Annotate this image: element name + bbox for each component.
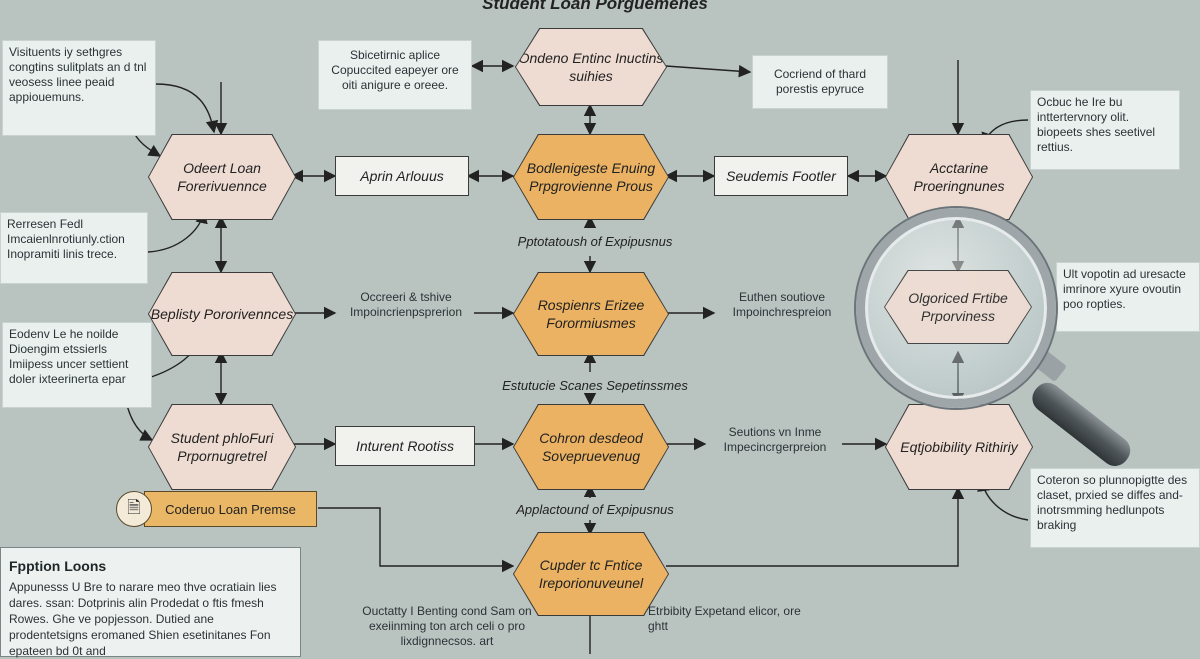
node-label: Cupder tc Fntice Ireporionuveunel [514,533,668,615]
label-bottom-right: Etrbibity Expetand elicor, ore ghtt [648,604,801,633]
node-magnified[interactable]: Olgoriced Frtibe Prporviness [884,270,1032,344]
node-bottom-center[interactable]: Cupder tc Fntice Ireporionuveunel [513,532,669,616]
label-mid-2: Estutucie Scanes Sepetinssmes [502,378,688,393]
note-left-mid: Rerresen Fedl Imcaienlnrotiunly.ction In… [0,212,148,284]
node-label: Beplisty Pororivennces [149,273,295,355]
note-right-low: Coteron so plunnopigtte des claset, prxi… [1030,468,1200,548]
box-row3-left[interactable]: Inturent Rootiss [335,426,475,466]
document-icon: 🗎 [116,491,152,527]
node-center-1[interactable]: Bodlenigeste Enuing Prpgrovienne Prous [513,134,669,220]
label-row2-left: Occreeri & tshive Impoincrienpsprerion [349,290,463,319]
box-row1-right[interactable]: Seudemis Footler [714,156,848,196]
node-label: Acctarine Proeringnunes [886,135,1032,219]
node-label: Olgoriced Frtibe Prporviness [885,271,1031,343]
node-right-3[interactable]: Eqtjobibility Rithiriy [885,404,1033,490]
box-row1-left[interactable]: Aprin Arlouus [335,156,469,196]
option-loans-panel: Fpption Loons Appunesss U Bre to narare … [0,547,301,658]
node-left-3[interactable]: Student phloFuri Prpornugretrel [148,404,296,490]
label-row2-right: Euthen soutiove Impoinchrespreion [732,290,832,319]
node-left-2[interactable]: Beplisty Pororivennces [148,272,296,356]
label-mid-3: Applactound of Expipusnus [516,502,674,517]
node-center-2[interactable]: Rospienrs Erizee Forormiusmes [513,272,669,356]
option-body: Appunesss U Bre to narare meo thve ocrat… [9,580,277,658]
node-right-1[interactable]: Acctarine Proeringnunes [885,134,1033,220]
diagram-title: Student Loan Porguemenes [482,0,708,13]
node-label: Student phloFuri Prpornugretrel [149,405,295,489]
node-label: Cohron desdeod Sovepruevenug [514,405,668,489]
node-label: Ondeno Entinc Inuctins suihies [516,29,666,105]
option-heading: Fpption Loons [9,558,107,574]
label-bottom-left: Ouctatty I Benting cond Sam on exeiinmin… [362,604,532,648]
note-top-left: Visituents iy sethgres congtins sulitpla… [2,40,156,136]
premise-button[interactable]: Coderuo Loan Premse [144,491,317,527]
note-top-right: Cocriend of thard porestis epyruce [752,55,888,109]
node-left-1[interactable]: Odeert Loan Forerivuennce [148,134,296,220]
note-right-mid: Ult vopotin ad uresacte imrinore xyure o… [1056,262,1200,332]
note-left-low: Eodenv Le he noilde Dioengim etssierls I… [2,322,152,408]
note-top-mid: Sbicetirnic aplice Copuccited eapeyer or… [318,40,472,110]
node-label: Eqtjobibility Rithiriy [886,405,1032,489]
node-label: Bodlenigeste Enuing Prpgrovienne Prous [514,135,668,219]
label-mid-1: Pptotatoush of Expipusnus [517,234,673,249]
node-center-3[interactable]: Cohron desdeod Sovepruevenug [513,404,669,490]
node-top-center[interactable]: Ondeno Entinc Inuctins suihies [515,28,667,106]
label-row3-right: Seutions vn Inme Impecincrgerpreion [723,425,827,454]
node-label: Odeert Loan Forerivuennce [149,135,295,219]
note-right-upper: Ocbuc he Ire bu inttertervnory olit. bio… [1030,90,1180,170]
node-label: Rospienrs Erizee Forormiusmes [514,273,668,355]
